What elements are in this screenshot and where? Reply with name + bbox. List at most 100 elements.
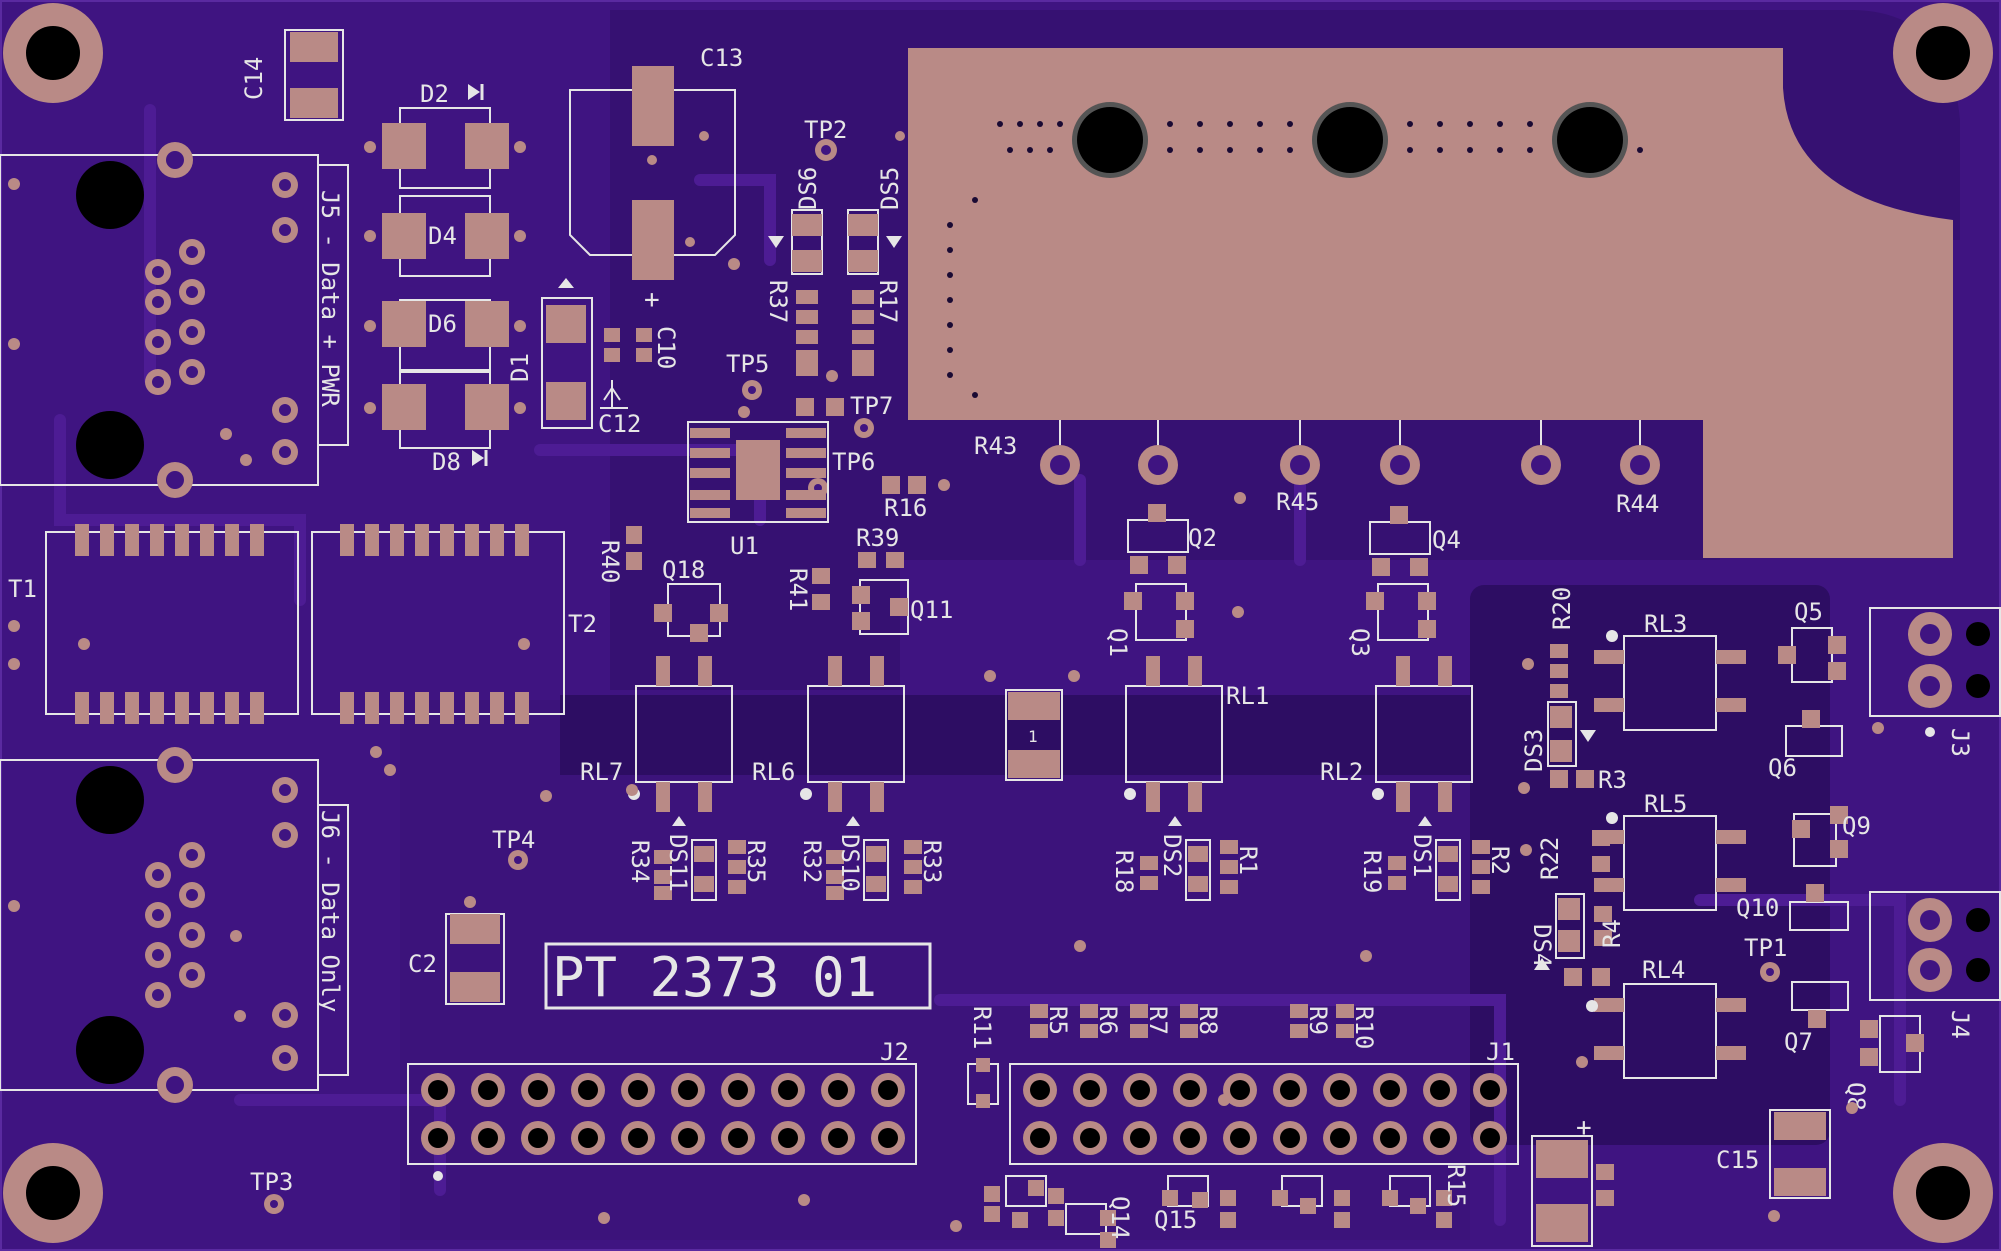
led-ds10-group	[826, 816, 922, 901]
header-pin-hole	[728, 1128, 748, 1148]
label-fuse: 1	[1028, 727, 1038, 746]
label-rl6: RL6	[752, 758, 795, 786]
resistor-r41	[812, 568, 830, 610]
header-pin-hole	[578, 1080, 598, 1100]
relay-rl3	[1594, 630, 1746, 731]
resistor-r11	[967, 1058, 999, 1108]
label-c14: C14	[240, 57, 268, 100]
heatsink-vias	[1072, 102, 1628, 178]
header-pin-hole	[428, 1128, 448, 1148]
header-pin-hole	[878, 1080, 898, 1100]
label-r6: R6	[1094, 1006, 1122, 1035]
connector-j5	[0, 142, 349, 498]
header-pin-hole	[628, 1080, 648, 1100]
label-r20: R20	[1548, 587, 1576, 630]
header-pin-hole	[1230, 1128, 1250, 1148]
transistor-q8	[1860, 1015, 1924, 1073]
label-q3: Q3	[1346, 628, 1374, 657]
header-pin-hole	[828, 1080, 848, 1100]
label-ds4: DS4	[1528, 924, 1556, 967]
label-r3: R3	[1598, 766, 1627, 794]
label-r15: R15	[1442, 1164, 1470, 1207]
label-r1: R1	[1234, 846, 1262, 875]
resistor-r40	[626, 526, 642, 570]
label-j1: J1	[1486, 1038, 1515, 1066]
label-tp5: TP5	[726, 350, 769, 378]
label-d2: D2	[420, 80, 449, 108]
label-r2: R2	[1486, 846, 1514, 875]
label-u1: U1	[730, 532, 759, 560]
led-ds1-group	[1388, 816, 1490, 901]
test-point-tp1	[1760, 962, 1780, 982]
label-r19: R19	[1358, 850, 1386, 893]
label-r18: R18	[1110, 850, 1138, 893]
label-r17: R17	[874, 280, 902, 323]
part-number: PT 2373 01	[552, 946, 877, 1009]
header-pin-hole	[1330, 1080, 1350, 1100]
label-ds2: DS2	[1158, 834, 1186, 877]
test-point-tp3	[264, 1194, 284, 1214]
resistor-r16	[882, 476, 950, 494]
header-pin-hole	[1180, 1128, 1200, 1148]
transistor-q7	[1791, 981, 1849, 1028]
header-j1	[1009, 1063, 1519, 1165]
resistor-near-tp7	[796, 398, 844, 416]
led-ds6	[768, 209, 823, 275]
label-tp7: TP7	[850, 392, 893, 420]
label-j3: J3	[1946, 728, 1974, 757]
header-pin-hole	[1330, 1128, 1350, 1148]
resistor-r37	[796, 290, 818, 376]
trace-band-right	[1470, 585, 1830, 1145]
label-rl4: RL4	[1642, 956, 1685, 984]
capacitor-c10	[604, 328, 652, 362]
transistor-q2	[1127, 504, 1189, 574]
header-pin-hole	[1080, 1128, 1100, 1148]
header-pin-hole	[1280, 1128, 1300, 1148]
led-ds5	[847, 209, 902, 275]
stitch-vias	[947, 121, 1643, 398]
connector-j6	[0, 747, 349, 1103]
label-r43: R43	[974, 432, 1017, 460]
label-j6: J6 - Data Only	[316, 810, 344, 1012]
label-r35: R35	[742, 840, 770, 883]
label-r22: R22	[1536, 837, 1564, 880]
header-pin-hole	[1080, 1080, 1100, 1100]
relay-rl2	[1372, 656, 1473, 812]
capacitor-bottom-electrolytic	[1531, 1135, 1614, 1247]
label-d4: D4	[428, 222, 457, 250]
header-pin-hole	[1230, 1080, 1250, 1100]
label-tp2: TP2	[804, 116, 847, 144]
label-r44: R44	[1616, 490, 1659, 518]
diode-bridge	[364, 84, 526, 466]
label-r40: R40	[596, 540, 624, 583]
transistor-q1	[1124, 583, 1194, 641]
led-ds4-group	[1534, 830, 1612, 986]
label-c15: C15	[1716, 1146, 1759, 1174]
transistor-q18	[654, 583, 728, 642]
label-ds3: DS3	[1520, 729, 1548, 772]
capacitor-c13	[569, 66, 736, 280]
label-ds6: DS6	[794, 167, 822, 210]
label-q6: Q6	[1768, 754, 1797, 782]
led-ds11-group	[654, 816, 746, 901]
resistor-r39	[858, 552, 904, 568]
led-ds2-group	[1140, 816, 1238, 901]
label-t1: T1	[8, 575, 37, 603]
label-q9: Q9	[1842, 812, 1871, 840]
label-r5: R5	[1044, 1006, 1072, 1035]
header-pin-hole	[628, 1128, 648, 1148]
capacitor-c12	[600, 380, 628, 409]
label-r37: R37	[764, 280, 792, 323]
header-pin-hole	[1380, 1128, 1400, 1148]
header-pin-hole	[878, 1128, 898, 1148]
header-pin-hole	[778, 1080, 798, 1100]
label-r7: R7	[1144, 1006, 1172, 1035]
label-plus-c15: +	[1576, 1113, 1592, 1143]
header-pin-hole	[1480, 1080, 1500, 1100]
power-copper-pour	[908, 48, 1953, 558]
header-pin-hole	[1280, 1080, 1300, 1100]
resistor-row-r5-r10	[1030, 1004, 1354, 1038]
capacitor-c14	[284, 29, 344, 121]
header-pin-hole	[578, 1128, 598, 1148]
header-pin-hole	[478, 1128, 498, 1148]
